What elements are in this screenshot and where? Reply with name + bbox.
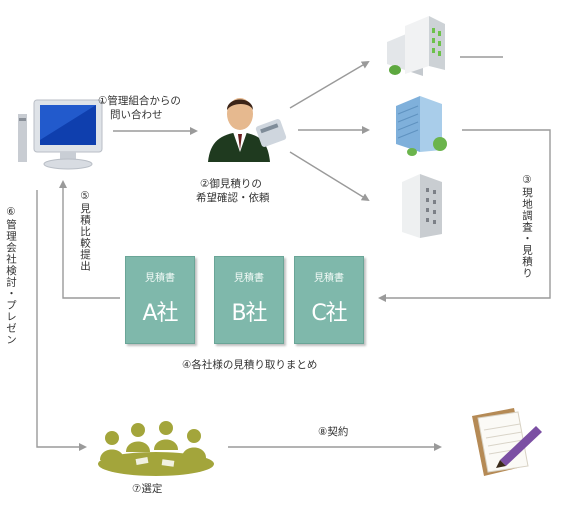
- step-7-label: ⑦選定: [132, 483, 163, 495]
- step-1-line1: ①管理組合からの: [98, 95, 181, 107]
- arrow-to-building-3: [289, 151, 370, 202]
- quote-card-title: 見積書: [234, 273, 264, 284]
- building-icon: [387, 16, 445, 76]
- arrow-comparison: [59, 180, 120, 299]
- step-2-line2: 希望確認・依頼: [196, 192, 270, 204]
- step-5-label: ⑤見積比較提出: [79, 190, 91, 272]
- quote-card-company: B社: [231, 301, 267, 326]
- step-6-label: ⑥管理会社検討・プレゼン: [5, 206, 17, 346]
- quote-card-c: 見積書 C社: [294, 256, 364, 344]
- step-2-label: ②御見積りの 希望確認・依頼: [196, 177, 270, 205]
- quote-card-company: C社: [311, 301, 347, 326]
- notebook-pen-icon: [472, 408, 542, 476]
- step-1-label: ①管理組合からの 問い合わせ: [98, 94, 181, 122]
- step-4-label: ④各社様の見積り取りまとめ: [182, 359, 318, 371]
- meeting-icon: [98, 421, 214, 476]
- step-2-line1: ②御見積りの: [200, 178, 262, 190]
- quote-card-company: A社: [142, 301, 178, 326]
- step-3-label: ③現地調査・見積り: [521, 174, 533, 279]
- quote-card-b: 見積書 B社: [214, 256, 284, 344]
- building-icon: [396, 96, 447, 156]
- building-icon: [402, 174, 442, 238]
- arrow-to-building-1: [289, 60, 370, 109]
- step-1-line2: 問い合わせ: [110, 109, 163, 121]
- quote-card-a: 見積書 A社: [125, 256, 195, 344]
- quote-card-title: 見積書: [145, 273, 175, 284]
- step-8-label: ⑧契約: [318, 426, 349, 438]
- computer-icon: [18, 99, 103, 170]
- arrow-presentation: [36, 190, 87, 451]
- quote-card-title: 見積書: [314, 273, 344, 284]
- businessman-icon: [208, 98, 287, 162]
